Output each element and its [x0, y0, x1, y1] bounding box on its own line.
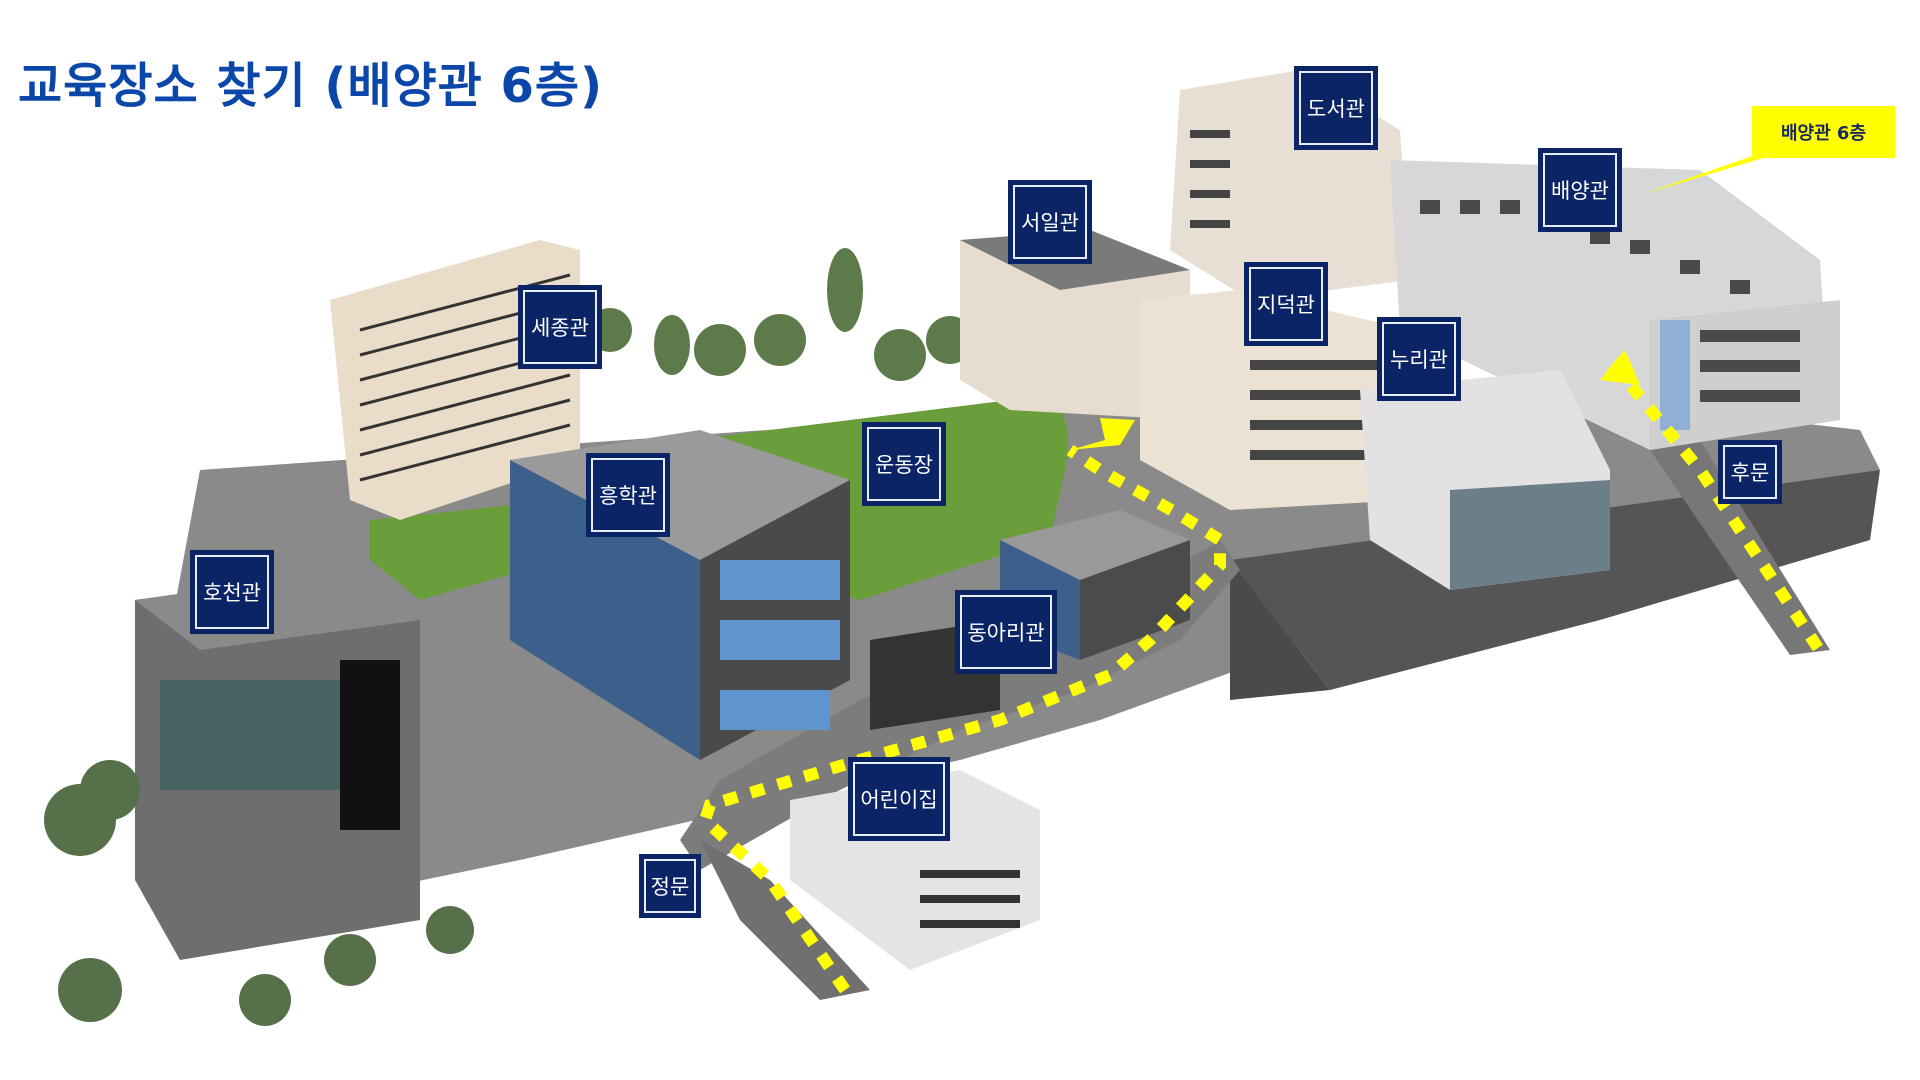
label-text: 호천관 — [195, 555, 269, 629]
label-text: 흥학관 — [591, 458, 665, 532]
label-undongjang[interactable]: 운동장 — [862, 422, 946, 506]
label-hocheongwan[interactable]: 호천관 — [190, 550, 274, 634]
label-text: 도서관 — [1299, 71, 1373, 145]
label-dongarigwan[interactable]: 동아리관 — [955, 590, 1057, 674]
label-text: 세종관 — [523, 290, 597, 364]
label-nurigwan[interactable]: 누리관 — [1377, 317, 1461, 401]
label-text: 지덕관 — [1249, 267, 1323, 341]
label-text: 동아리관 — [960, 595, 1052, 669]
label-heunghakgwan[interactable]: 흥학관 — [586, 453, 670, 537]
destination-callout: 배양관 6층 — [1752, 106, 1895, 158]
label-text: 후문 — [1723, 445, 1777, 499]
label-text: 배양관 — [1543, 153, 1617, 227]
label-eorinijip[interactable]: 어린이집 — [848, 757, 950, 841]
label-sejonggwan[interactable]: 세종관 — [518, 285, 602, 369]
page-title: 교육장소 찾기 (배양관 6층) — [18, 58, 604, 114]
label-main-gate[interactable]: 정문 — [639, 854, 701, 918]
label-seoilgwan[interactable]: 서일관 — [1008, 180, 1092, 264]
label-text: 운동장 — [867, 427, 941, 501]
label-text: 누리관 — [1382, 322, 1456, 396]
label-text: 정문 — [644, 859, 696, 913]
label-text: 서일관 — [1013, 185, 1087, 259]
label-library[interactable]: 도서관 — [1294, 66, 1378, 150]
label-back-gate[interactable]: 후문 — [1718, 440, 1782, 504]
label-jideokgwan[interactable]: 지덕관 — [1244, 262, 1328, 346]
label-text: 어린이집 — [853, 762, 945, 836]
route-arrow-icon — [1070, 418, 1135, 450]
label-baeyanggwan[interactable]: 배양관 — [1538, 148, 1622, 232]
